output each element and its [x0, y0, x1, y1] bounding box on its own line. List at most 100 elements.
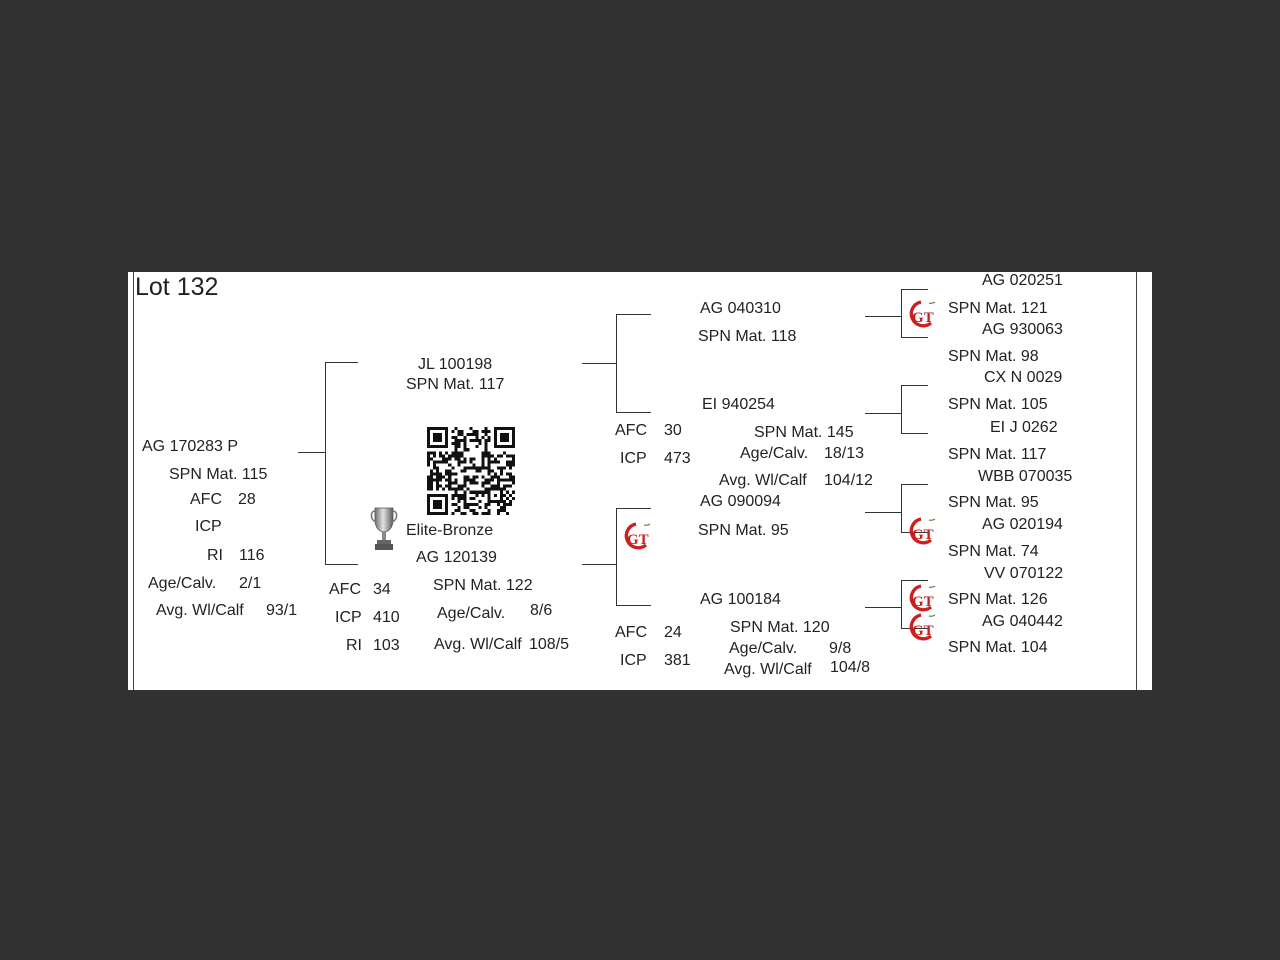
connector [616, 605, 651, 606]
connector [298, 452, 325, 453]
connector [901, 484, 928, 485]
trophy-icon [370, 507, 398, 550]
animal-id: AG 170283 P [142, 438, 239, 455]
ss-spn: SPN Mat. 118 [698, 328, 797, 345]
dam-wl-value: 108/5 [529, 636, 570, 653]
dd-id: AG 100184 [700, 591, 781, 608]
dam-ri-label: RI [346, 637, 362, 654]
sd-afc-label: AFC [615, 422, 647, 439]
svg-text:GT: GT [912, 594, 934, 610]
connector [865, 316, 901, 317]
gt-logo: GT [909, 300, 936, 328]
animal-spn: SPN Mat. 115 [169, 466, 268, 483]
right-border [1136, 272, 1137, 690]
gen3-id-5: WBB 070035 [978, 468, 1073, 485]
gt-logo: GT [909, 584, 936, 612]
connector [865, 512, 901, 513]
connector [901, 385, 902, 433]
gen3-id-3: CX N 0029 [984, 369, 1063, 386]
animal-ri-label: RI [207, 547, 223, 564]
dam-award: Elite-Bronze [406, 522, 494, 539]
connector [582, 564, 616, 565]
animal-age-label: Age/Calv. [148, 575, 217, 592]
ds-id: AG 090094 [700, 493, 781, 510]
connector [901, 433, 928, 434]
sd-spn: SPN Mat. 145 [754, 424, 854, 441]
connector [582, 363, 616, 364]
connector [901, 580, 928, 581]
sire-spn: SPN Mat. 117 [406, 376, 505, 393]
animal-ri-value: 116 [239, 547, 265, 564]
connector [325, 362, 358, 363]
gen3-id-4: EI J 0262 [990, 419, 1058, 436]
dd-wl-label: Avg. Wl/Calf [724, 661, 812, 678]
gen3-spn-2: SPN Mat. 98 [948, 348, 1039, 365]
connector [901, 484, 902, 532]
gen3-spn-7: SPN Mat. 126 [948, 591, 1048, 608]
connector [325, 564, 358, 565]
connector [901, 385, 928, 386]
svg-text:GT: GT [912, 623, 934, 639]
connector [865, 413, 901, 414]
connector [865, 607, 901, 608]
connector [616, 314, 617, 412]
gen3-spn-1: SPN Mat. 121 [948, 300, 1048, 317]
svg-text:GT: GT [627, 532, 649, 548]
animal-afc-value: 28 [238, 491, 256, 508]
dam-id: AG 120139 [416, 549, 497, 566]
sd-afc-value: 30 [664, 422, 682, 439]
lot-title: Lot 132 [135, 273, 219, 301]
connector [616, 314, 651, 315]
gt-logo: GT [909, 517, 936, 545]
gen3-id-2: AG 930063 [982, 321, 1063, 338]
gen3-spn-6: SPN Mat. 74 [948, 543, 1039, 560]
sd-wl-label: Avg. Wl/Calf [719, 472, 807, 489]
dd-icp-label: ICP [620, 652, 647, 669]
animal-afc-label: AFC [190, 491, 222, 508]
gen3-id-8: AG 040442 [982, 613, 1063, 630]
sd-age-value: 18/13 [824, 445, 865, 462]
dd-age-value: 9/8 [829, 640, 852, 657]
dd-icp-value: 381 [664, 652, 691, 669]
ss-id: AG 040310 [700, 300, 781, 317]
animal-icp-label: ICP [195, 518, 222, 535]
dd-spn: SPN Mat. 120 [730, 619, 830, 636]
connector [901, 580, 902, 628]
dam-age-value: 8/6 [530, 602, 553, 619]
dam-afc-value: 34 [373, 581, 391, 598]
animal-age-value: 2/1 [239, 575, 262, 592]
ds-spn: SPN Mat. 95 [698, 522, 789, 539]
pedigree-sheet: Lot 132 AG 170283 P SPN Mat. 115 AFC 28 … [128, 272, 1152, 690]
sd-icp-value: 473 [664, 450, 691, 467]
gen3-spn-8: SPN Mat. 104 [948, 639, 1048, 656]
dd-afc-value: 24 [664, 624, 682, 641]
gen3-spn-5: SPN Mat. 95 [948, 494, 1039, 511]
dam-spn: SPN Mat. 122 [433, 577, 533, 594]
dd-wl-value: 104/8 [830, 659, 871, 676]
gt-logo: GT [624, 522, 651, 550]
svg-text:GT: GT [912, 310, 934, 326]
connector [616, 508, 617, 605]
sd-age-label: Age/Calv. [740, 445, 809, 462]
svg-text:GT: GT [912, 527, 934, 543]
dam-icp-label: ICP [335, 609, 362, 626]
dam-ri-value: 103 [373, 637, 400, 654]
gt-logo: GT [909, 613, 936, 641]
connector [325, 362, 326, 564]
connector [616, 412, 651, 413]
dam-afc-label: AFC [329, 581, 361, 598]
qr-code [427, 427, 515, 515]
connector [901, 532, 928, 533]
gen3-id-7: VV 070122 [984, 565, 1064, 582]
connector [901, 337, 928, 338]
connector [901, 289, 902, 337]
connector [901, 628, 928, 629]
dd-afc-label: AFC [615, 624, 647, 641]
dd-age-label: Age/Calv. [729, 640, 798, 657]
connector [616, 508, 651, 509]
animal-wl-label: Avg. Wl/Calf [156, 602, 244, 619]
gen3-id-6: AG 020194 [982, 516, 1063, 533]
dam-wl-label: Avg. Wl/Calf [434, 636, 522, 653]
connector [901, 289, 928, 290]
sd-id: EI 940254 [702, 396, 775, 413]
